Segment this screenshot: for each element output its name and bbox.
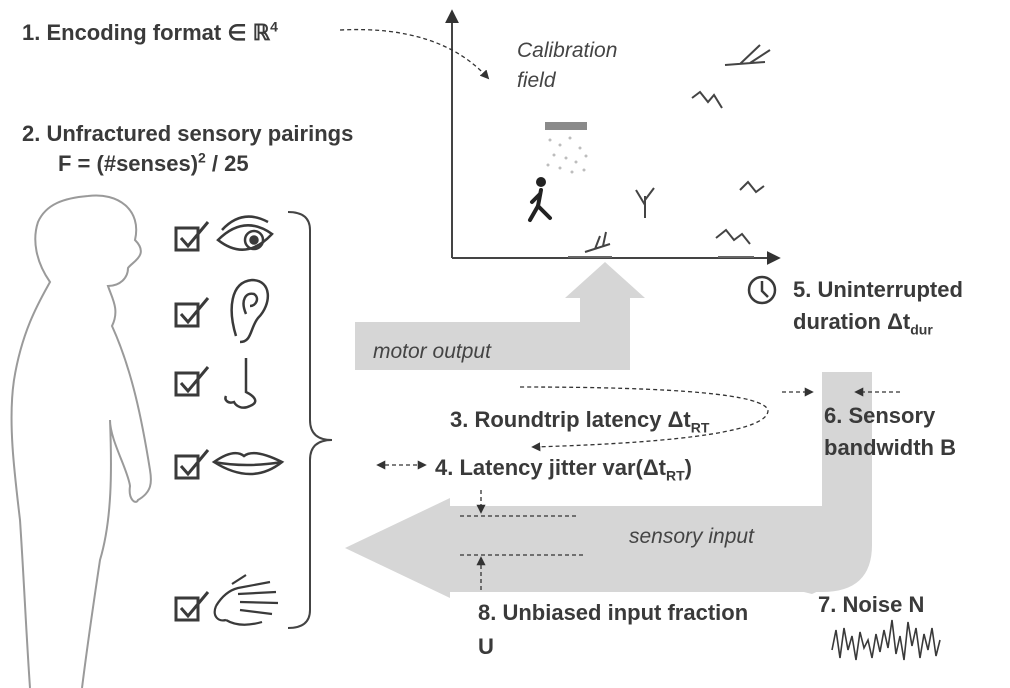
lips-icon (211, 451, 285, 476)
duration-sub: dur (910, 321, 933, 338)
checkbox-hearing[interactable] (174, 297, 210, 328)
roundtrip-sub: RT (690, 419, 710, 436)
bird-icon (691, 90, 765, 245)
label-sensory-bandwidth: 6. Sensory bandwidth B (824, 403, 956, 461)
noise-waveform-icon (831, 619, 941, 661)
calibration-field-label: Calibration field (517, 38, 617, 94)
duration-line2: duration Δtdur (793, 309, 963, 338)
pairings-line2: F = (#senses)2 / 25 (22, 151, 353, 177)
checkbox-touch[interactable] (174, 591, 210, 622)
ear-icon (230, 278, 269, 344)
rain-cloud-icon (545, 122, 588, 174)
roundtrip-text: 3. Roundtrip latency Δt (450, 407, 691, 432)
checkbox-sight[interactable] (174, 221, 210, 252)
calibration-line2: field (517, 69, 556, 92)
bandwidth-line2: bandwidth B (824, 435, 956, 460)
label-sensory-pairings: 2. Unfractured sensory pairings F = (#se… (22, 121, 353, 177)
pairings-formula-end: / 25 (205, 151, 249, 176)
checkbox-taste[interactable] (174, 449, 210, 480)
unbiased-line1: 8. Unbiased input fraction (478, 600, 749, 625)
label-encoding-format: 1. Encoding format ∈ ℝ4 (22, 20, 278, 46)
label-roundtrip-latency: 3. Roundtrip latency ΔtRT (450, 407, 710, 436)
label-duration: 5. Uninterrupted duration Δtdur (793, 277, 963, 338)
duration-line1: 5. Uninterrupted (793, 277, 963, 302)
jitter-sub: RT (666, 467, 685, 484)
dashed-annotations (339, 28, 900, 590)
jitter-close: ) (684, 455, 692, 480)
bandwidth-line1: 6. Sensory (824, 403, 936, 428)
motor-output-arrow (355, 262, 645, 370)
motor-output-label: motor output (373, 340, 491, 363)
unbiased-line2: U (478, 634, 494, 659)
calibration-line1: Calibration (517, 39, 618, 62)
senses-bracket (287, 211, 333, 629)
pairings-line1: 2. Unfractured sensory pairings (22, 121, 354, 146)
sensory-input-label: sensory input (629, 525, 754, 548)
checkbox-smell[interactable] (174, 366, 210, 397)
noise-tail (620, 560, 825, 594)
encoding-text: 1. Encoding format ∈ ℝ (22, 20, 271, 45)
label-unbiased-input: 8. Unbiased input fraction U (478, 600, 748, 660)
tree-icon (584, 44, 771, 253)
sensory-input-arrow (345, 372, 872, 598)
pairings-formula: F = (#senses) (58, 151, 199, 176)
eye-icon (216, 215, 274, 251)
clock-icon (747, 275, 777, 305)
human-figure-icon (10, 194, 152, 688)
encoding-sup: 4 (270, 18, 278, 35)
pairings-sup: 2 (198, 149, 206, 166)
label-noise: 7. Noise N (818, 592, 925, 617)
hand-icon (213, 574, 279, 626)
nose-icon (224, 358, 257, 409)
duration-text: duration Δt (793, 309, 911, 334)
jitter-text: 4. Latency jitter var(Δt (435, 455, 666, 480)
walking-person-icon (528, 177, 552, 222)
label-latency-jitter: 4. Latency jitter var(ΔtRT) (435, 455, 692, 484)
